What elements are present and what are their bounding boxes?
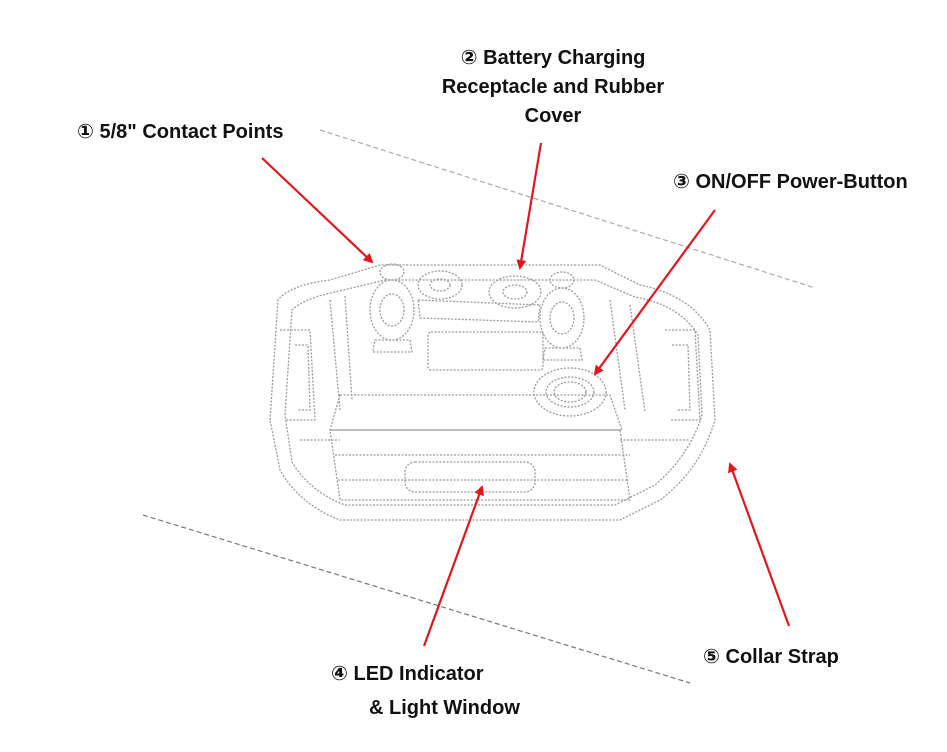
callout-number-4: ④ bbox=[331, 663, 348, 685]
callout-text-charging-3: Cover bbox=[524, 105, 582, 127]
strap-lower-edge bbox=[142, 514, 691, 684]
strap-upper-edge bbox=[319, 129, 816, 289]
callout-strap: ⑤ Collar Strap bbox=[703, 643, 839, 672]
callout-charging: ② Battery Charging Receptacle and Rubber… bbox=[438, 44, 668, 131]
arrow-charging bbox=[516, 142, 543, 270]
callout-power-button: ③ ON/OFF Power-Button bbox=[673, 168, 908, 197]
collar-receiver-device bbox=[269, 263, 716, 521]
callout-number-2: ② bbox=[460, 47, 478, 69]
callout-text-power-button: ON/OFF Power-Button bbox=[695, 171, 908, 193]
callout-number-5: ⑤ bbox=[703, 646, 720, 668]
callout-text-charging-1: Battery Charging bbox=[483, 47, 646, 69]
callout-text-strap: Collar Strap bbox=[725, 646, 839, 668]
callout-number-1: ① bbox=[77, 121, 94, 143]
callout-number-3: ③ bbox=[673, 171, 690, 193]
callout-text-charging-2: Receptacle and Rubber bbox=[441, 76, 665, 98]
arrow-strap bbox=[728, 462, 791, 627]
callout-contact-points: ① 5/8" Contact Points bbox=[77, 118, 283, 147]
callout-text-led-1: LED Indicator bbox=[353, 663, 484, 685]
arrow-led bbox=[422, 485, 484, 647]
callout-led: ④ LED Indicator & Light Window bbox=[331, 660, 520, 723]
arrow-contact-points bbox=[261, 157, 374, 264]
callout-text-led-2: & Light Window bbox=[369, 697, 520, 719]
arrow-power-button bbox=[593, 209, 716, 376]
callout-text-contact-points: 5/8" Contact Points bbox=[99, 121, 284, 143]
